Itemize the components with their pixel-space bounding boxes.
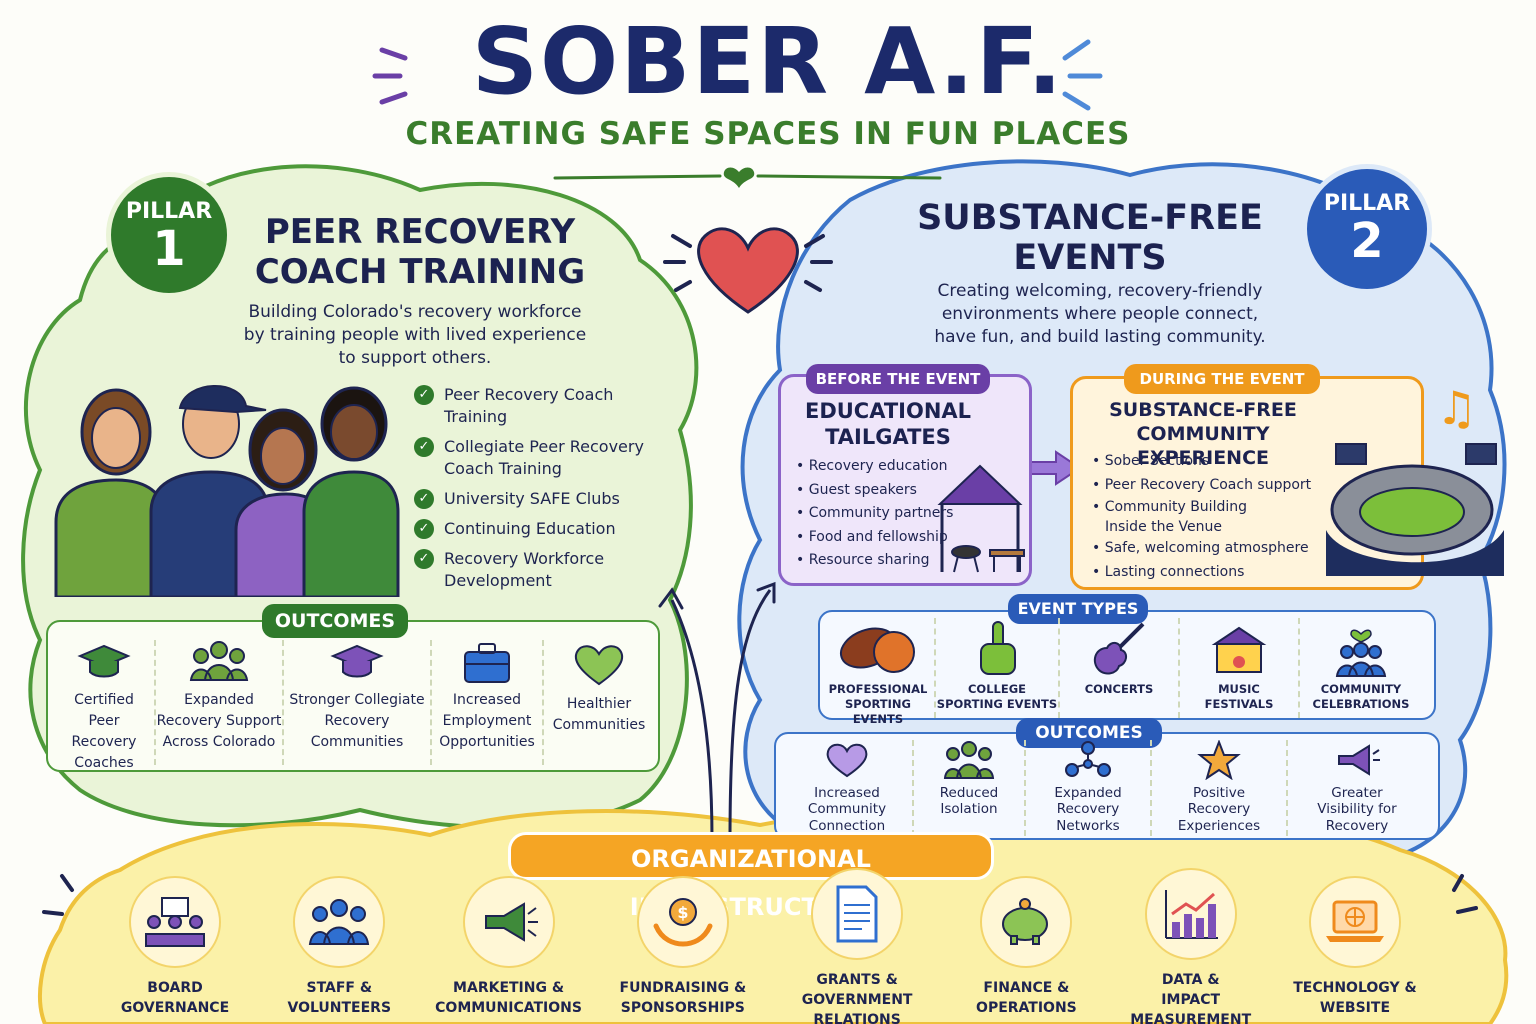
football-basketball-icon: [839, 627, 915, 673]
piggy-bank-icon: [1002, 898, 1049, 945]
pillar1-description: Building Colorado's recovery workforce b…: [243, 302, 587, 368]
briefcase-icon: [464, 643, 510, 683]
center-heart-icon: [697, 227, 799, 314]
pillar1-badge: PILLAR 1: [106, 172, 232, 298]
pillar2-badge-number: 2: [1350, 213, 1384, 269]
event-types-label: EVENT TYPES: [1008, 594, 1148, 624]
checklist-item: ✓Continuing Education: [414, 518, 674, 540]
pillar1-title-line2: COACH TRAINING: [254, 252, 586, 292]
before-event-title: EDUCATIONAL TAILGATES: [804, 399, 972, 449]
heart-burst-icon: [663, 234, 833, 292]
during-event-label: DURING THE EVENT: [1124, 364, 1320, 394]
infra-item: FINANCE &OPERATIONS: [951, 876, 1101, 1021]
check-icon: ✓: [414, 489, 434, 509]
document-icon: [836, 885, 878, 943]
infra-item: $ FUNDRAISING &SPONSORSHIPS: [603, 876, 763, 1021]
during-event-bullets: Sober Sections Peer Recovery Coach suppo…: [1092, 450, 1322, 584]
people-group-icon: [189, 641, 249, 681]
pillar1-outcomes-label: OUTCOMES: [262, 604, 408, 638]
star-icon: [1197, 739, 1241, 781]
pillar1-checklist: ✓Peer Recovery Coach Training ✓Collegiat…: [414, 384, 674, 600]
checklist-item: ✓University SAFE Clubs: [414, 488, 674, 510]
festival-stage-icon: [1211, 626, 1267, 673]
main-title: SOBER A.F.: [471, 8, 1065, 115]
pillar1-badge-label: PILLAR: [125, 199, 213, 224]
event-types-box: [818, 610, 1436, 720]
bar-chart-icon: [1164, 890, 1218, 939]
pillar2-outcomes-label: OUTCOMES: [1016, 718, 1162, 748]
community-icon: [1335, 629, 1387, 677]
foam-finger-icon: [980, 621, 1016, 675]
check-icon: ✓: [414, 437, 434, 457]
graduation-cap-icon: [77, 644, 131, 678]
infra-item: STAFF &VOLUNTEERS: [264, 876, 414, 1021]
before-event-bullets: Recovery education Guest speakers Commun…: [796, 455, 956, 573]
megaphone-icon: [484, 902, 538, 942]
check-icon: ✓: [414, 549, 434, 569]
svg-text:♫: ♫: [1436, 381, 1477, 435]
check-icon: ✓: [414, 385, 434, 405]
checklist-item: ✓Peer Recovery Coach Training: [414, 384, 674, 428]
people-illustration: [54, 385, 400, 597]
pillar1-badge-number: 1: [152, 221, 186, 277]
pillar2-title: SUBSTANCE-FREE EVENTS: [900, 198, 1280, 278]
before-event-label: BEFORE THE EVENT: [806, 364, 990, 394]
infra-item: TECHNOLOGY &WEBSITE: [1280, 876, 1430, 1021]
infra-item: MARKETING &COMMUNICATIONS: [429, 876, 589, 1021]
event-type: CONCERTS: [1058, 618, 1178, 718]
heart-icon: [574, 645, 624, 686]
small-heart-icon: [723, 167, 755, 188]
guitar-icon: [1093, 622, 1145, 675]
handshake-heart-icon: [826, 743, 868, 778]
network-icon: [1065, 741, 1111, 777]
laptop-globe-icon: [1325, 900, 1384, 942]
graduation-cap-icon: [330, 644, 384, 678]
pillar1-title-line1: PEER RECOVERY: [264, 212, 576, 252]
pillar2-badge-label: PILLAR: [1323, 191, 1411, 216]
pillar2-title-line2: EVENTS: [1013, 238, 1167, 278]
board-meeting-icon: [145, 897, 205, 947]
sparkle-left-icon: [372, 47, 408, 105]
stadium-icon: ♫: [1326, 381, 1504, 576]
people-group-icon: [943, 741, 995, 779]
people-group-icon: [309, 899, 370, 945]
pillar2-badge: PILLAR 2: [1302, 164, 1432, 294]
svg-text:$: $: [677, 903, 688, 922]
pillar1-outcomes-box: [46, 620, 660, 772]
tagline: CREATING SAFE SPACES IN FUN PLACES: [405, 116, 1131, 152]
sparkle-right-icon: [1062, 39, 1103, 111]
pillar2-description: Creating welcoming, recovery-friendly en…: [934, 281, 1266, 347]
tailgate-tent-icon: [937, 464, 1025, 573]
check-icon: ✓: [414, 519, 434, 539]
pillar2-title-line1: SUBSTANCE-FREE: [917, 198, 1263, 238]
megaphone-icon: [1338, 744, 1380, 776]
pillar1-title: PEER RECOVERY COACH TRAINING: [240, 212, 600, 292]
hands-dollar-icon: $: [653, 898, 713, 947]
